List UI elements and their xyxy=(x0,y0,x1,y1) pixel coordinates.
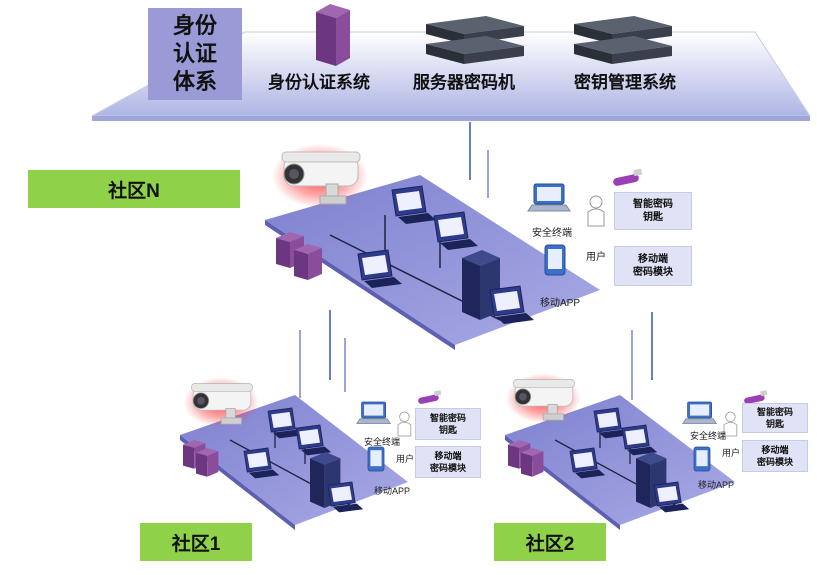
mobile-app-label: 移动APP xyxy=(698,480,735,490)
server-cipher-machine-icon xyxy=(426,16,524,64)
community-2-label: 社区2 xyxy=(494,523,606,561)
mobile-crypto-module-box: 移动端密码模块 xyxy=(614,246,692,286)
secure-terminal-label: 安全终端 xyxy=(690,431,727,441)
mobile-crypto-module-box: 移动端密码模块 xyxy=(415,446,481,478)
user-label: 用户 xyxy=(396,454,415,464)
key-management-server-icon xyxy=(574,16,672,64)
mobile-app-label: 移动APP xyxy=(540,298,581,309)
mobile-app-label: 移动APP xyxy=(374,486,411,496)
identity-auth-server-icon xyxy=(316,4,350,66)
smart-key-box: 智能密码钥匙 xyxy=(742,403,808,433)
community-n-label: 社区N xyxy=(28,170,240,208)
secure-terminal-label: 安全终端 xyxy=(532,228,572,239)
identity-auth-system-label: 身份认证系统 xyxy=(268,73,370,92)
community-1-network xyxy=(180,376,442,530)
user-label: 用户 xyxy=(586,252,606,263)
auth-system-title: 身份认证体系 xyxy=(148,8,242,100)
server-cipher-machine-label: 服务器密码机 xyxy=(413,73,515,92)
community-n-network xyxy=(265,143,643,350)
user-label: 用户 xyxy=(722,448,741,458)
community-2-network xyxy=(505,372,768,530)
community-1-label: 社区1 xyxy=(140,523,252,561)
secure-terminal-label: 安全终端 xyxy=(364,437,401,447)
smart-key-box: 智能密码钥匙 xyxy=(415,408,481,440)
key-management-system-label: 密钥管理系统 xyxy=(574,73,676,92)
mobile-crypto-module-box: 移动端密码模块 xyxy=(742,440,808,472)
smart-key-box: 智能密码钥匙 xyxy=(614,192,692,230)
link-lines xyxy=(299,122,653,400)
